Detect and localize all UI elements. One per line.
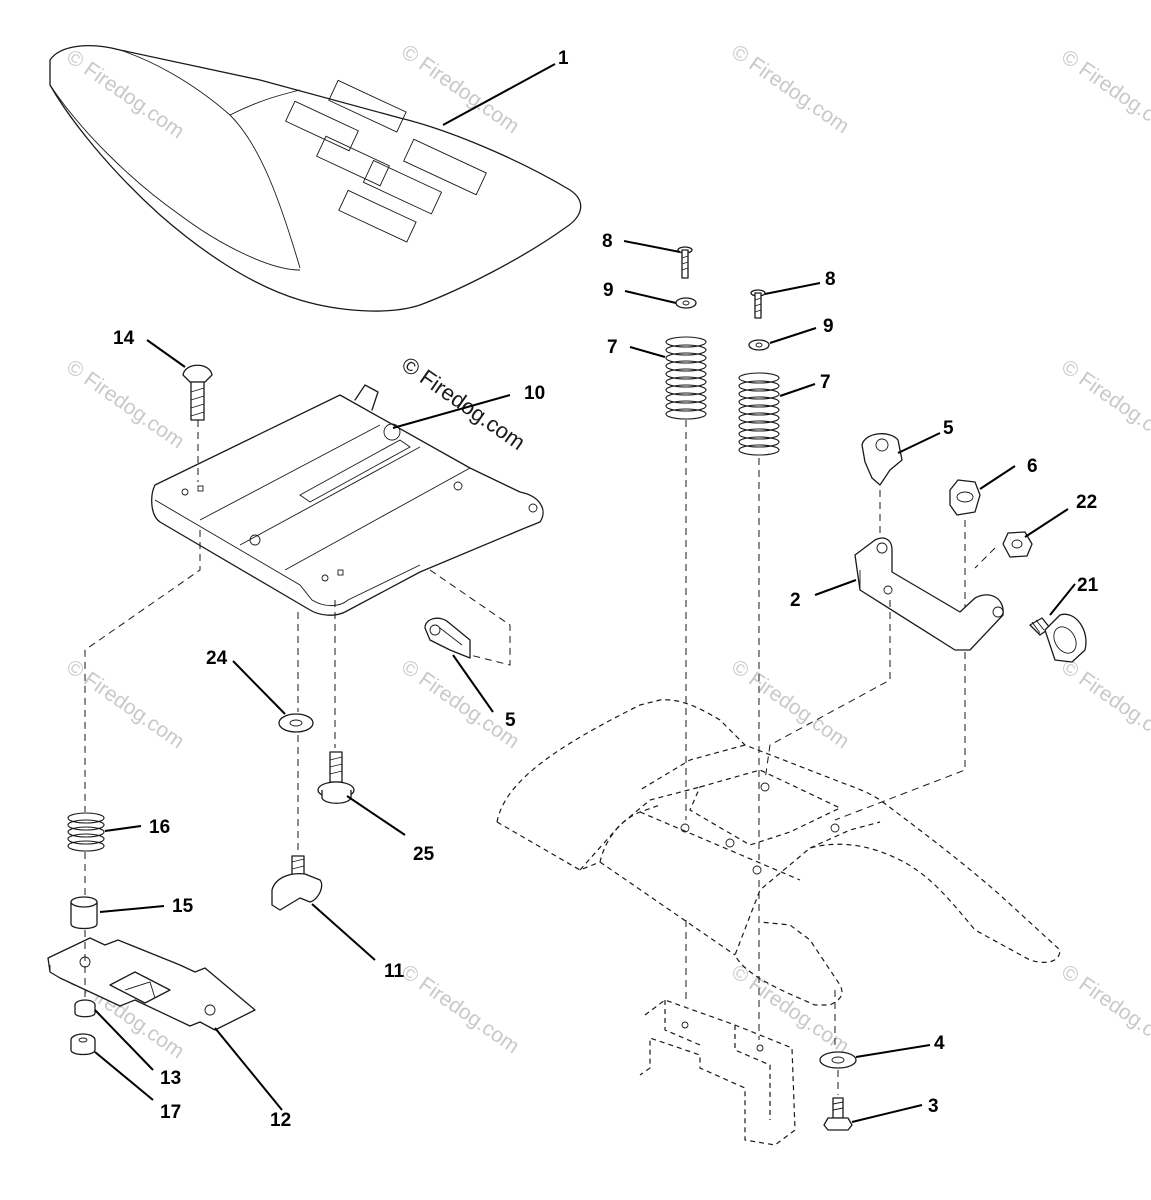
frame-bracket-outline (639, 880, 836, 1146)
callout-5-seat-clip: 5 (505, 710, 516, 731)
callout-2: 2 (790, 590, 801, 611)
watermark: © Firedog.com (727, 960, 853, 1058)
washer-part (278, 713, 314, 733)
watermark: © Firedog.com (727, 40, 853, 138)
carriage-bolt-part (182, 364, 213, 421)
watermark: © Firedog.com (727, 655, 853, 753)
watermark: © Firedog.com (1057, 960, 1151, 1058)
watermark: © Firedog.com (62, 655, 188, 753)
callout-12: 12 (270, 1110, 291, 1131)
callout-8-right-bolt: 8 (825, 269, 836, 290)
callout-1: 1 (558, 48, 569, 69)
spring-stack-right (738, 289, 780, 860)
watermark: © Firedog.com (397, 960, 523, 1058)
callout-21: 21 (1077, 575, 1099, 596)
callout-4: 4 (934, 1033, 945, 1054)
seat-clip-part (424, 617, 471, 659)
watermark: © Firedog.com (397, 40, 523, 138)
hex-nut-part (70, 1033, 96, 1056)
seat-knob-part (271, 855, 323, 911)
spring-stack-left (665, 246, 707, 820)
seat-mount-bracket-part (764, 537, 1004, 781)
callout-9-left-washer: 9 (603, 280, 614, 301)
watermark: © Firedog.com (1057, 355, 1151, 453)
fender-outline (496, 699, 1061, 1006)
watermark: © Firedog.com (397, 655, 523, 753)
watermark: © Firedog.com (62, 355, 188, 453)
bushing-part (70, 896, 98, 930)
watermark: © Firedog.com (1057, 45, 1151, 143)
callout-8-left-bolt: 8 (602, 231, 613, 252)
frame-washer-part (819, 1051, 857, 1095)
callout-15: 15 (172, 896, 194, 917)
seat-adjust-plate-part (47, 937, 256, 1031)
bracket-bolt-part (1029, 613, 1087, 663)
callout-9-right-washer: 9 (823, 316, 834, 337)
callout-7-left-spring: 7 (607, 337, 618, 358)
callout-13: 13 (160, 1068, 181, 1089)
shoulder-bolt-part (317, 751, 355, 804)
lock-nut-part (74, 999, 96, 1018)
flange-nut-part (834, 479, 981, 821)
seat-part (49, 45, 582, 312)
callout-10: 10 (524, 383, 545, 404)
frame-bolt-part (823, 1097, 853, 1131)
callout-7-right-spring: 7 (820, 372, 831, 393)
nut-22-part (974, 531, 1033, 569)
callout-leaders (94, 63, 1076, 1123)
callout-22: 22 (1076, 492, 1097, 513)
callout-3: 3 (928, 1096, 939, 1117)
callout-11: 11 (384, 961, 405, 982)
callout-labels: 1 2 3 4 5 5 6 7 7 8 8 9 9 10 11 12 13 14… (113, 48, 1099, 1131)
callout-17: 17 (160, 1102, 181, 1123)
callout-6: 6 (1027, 456, 1038, 477)
callout-25: 25 (413, 844, 435, 865)
seat-pan-part (151, 384, 544, 616)
callout-24: 24 (206, 648, 228, 669)
watermark: © Firedog.com (1057, 655, 1151, 753)
left-assembly-center-lines (84, 420, 511, 1000)
compression-spring-part (67, 812, 105, 852)
callout-5-bracket-clip: 5 (943, 418, 954, 439)
bracket-clip-part (861, 433, 903, 540)
callout-16: 16 (149, 817, 170, 838)
callout-14: 14 (113, 328, 135, 349)
